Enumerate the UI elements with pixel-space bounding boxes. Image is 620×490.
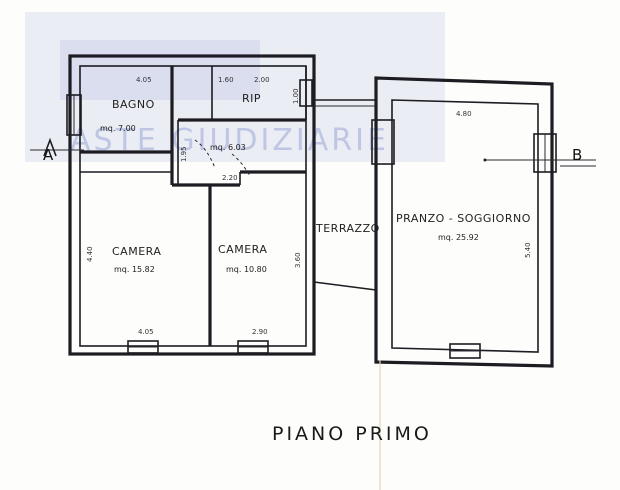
dim-camera-2-height: 3.60 <box>294 252 302 268</box>
dim-pranzo-width: 4.80 <box>456 110 472 118</box>
terrace <box>313 99 377 291</box>
room-label-camera-2: CAMERA <box>218 243 267 256</box>
dim-camera-2-width: 2.90 <box>252 328 268 336</box>
section-marker-a: A <box>43 146 54 164</box>
room-area-camera-2: mq. 10.80 <box>226 265 267 274</box>
room-label-pranzo-soggiorno: PRANZO - SOGGIORNO <box>396 212 531 225</box>
dim-rip-height: 1.00 <box>292 88 300 104</box>
dim-disimpegno-height: 1.95 <box>180 146 188 162</box>
dim-rip-width-a: 1.60 <box>218 76 234 84</box>
section-markers: A B <box>30 137 596 167</box>
dim-camera-1-width: 4.05 <box>138 328 154 336</box>
dim-rip-width-b: 2.00 <box>254 76 270 84</box>
room-area-disimpegno: mq. 6.03 <box>210 143 246 152</box>
dim-disimpegno-width: 2.20 <box>222 174 238 182</box>
section-marker-b: B <box>572 146 582 164</box>
room-label-bagno: BAGNO <box>112 98 155 111</box>
room-label-camera-1: CAMERA <box>112 245 161 258</box>
dim-pranzo-height: 5.40 <box>524 242 532 258</box>
right-unit-walls <box>371 76 557 368</box>
room-area-pranzo-soggiorno: mq. 25.92 <box>438 233 479 242</box>
watermark: ASTE GIUDIZIARIE <box>25 12 445 162</box>
dim-bagno-width: 4.05 <box>136 76 152 84</box>
floor-title: PIANO PRIMO <box>272 423 432 445</box>
room-label-terrazzo: TERRAZZO <box>315 222 380 235</box>
room-area-bagno: mq. 7.00 <box>100 124 136 133</box>
room-label-rip: RIP <box>242 92 261 105</box>
dim-camera-1-height: 4.40 <box>86 246 94 262</box>
room-area-camera-1: mq. 15.82 <box>114 265 155 274</box>
left-unit-walls <box>66 54 316 356</box>
